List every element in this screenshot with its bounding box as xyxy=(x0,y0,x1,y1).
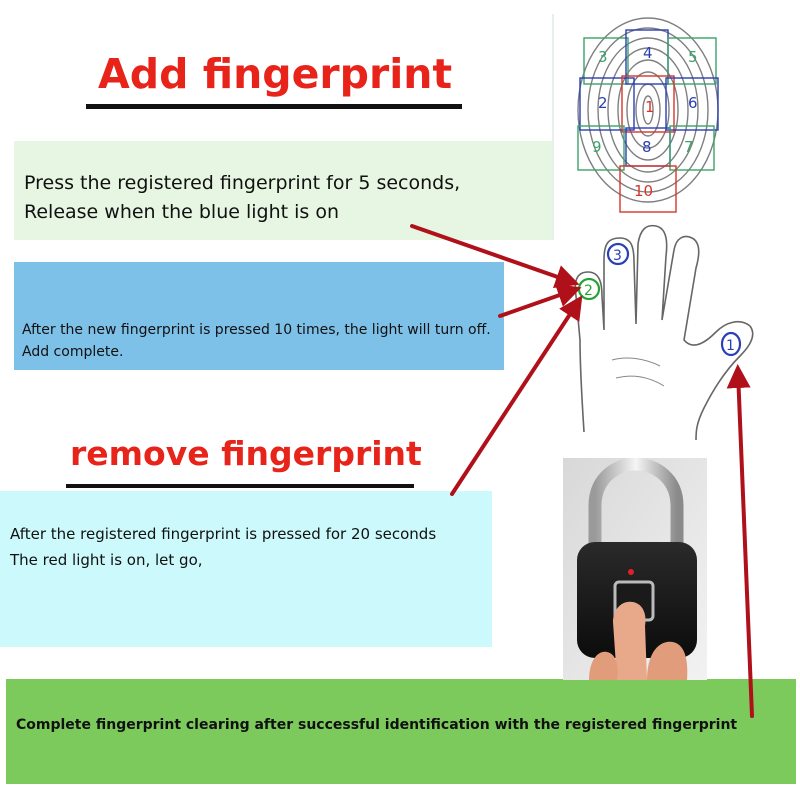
press-instruction-panel: Press the registered fingerprint for 5 s… xyxy=(14,141,552,240)
add-heading-underline xyxy=(86,104,462,109)
new-fingerprint-line-2: Add complete. xyxy=(22,344,124,360)
zone-label-8: 8 xyxy=(642,138,652,156)
zone-label-3: 3 xyxy=(598,48,608,66)
remove-instruction-line-2: The red light is on, let go, xyxy=(10,551,203,569)
new-fingerprint-panel: After the new fingerprint is pressed 10 … xyxy=(14,262,504,370)
remove-fingerprint-heading: remove fingerprint xyxy=(70,434,422,473)
new-fingerprint-line-1: After the new fingerprint is pressed 10 … xyxy=(22,322,491,338)
add-fingerprint-heading: Add fingerprint xyxy=(98,50,453,98)
zone-label-2: 2 xyxy=(598,94,608,112)
zone-label-6: 6 xyxy=(688,94,698,112)
arrow-new-to-finger xyxy=(498,283,582,318)
clear-fingerprint-panel: Complete fingerprint clearing after succ… xyxy=(6,679,796,784)
remove-heading-underline xyxy=(66,484,414,488)
press-instruction-line-1: Press the registered fingerprint for 5 s… xyxy=(24,172,461,194)
finger-marker-3: 3 xyxy=(613,248,622,264)
fingerprint-padlock-photo xyxy=(563,458,707,680)
zone-label-9: 9 xyxy=(592,138,602,156)
zone-label-4: 4 xyxy=(643,44,653,62)
zone-label-5: 5 xyxy=(688,48,698,66)
zone-label-7: 7 xyxy=(684,138,694,156)
finger-marker-2: 2 xyxy=(584,283,593,299)
zone-label-10: 10 xyxy=(634,182,653,200)
remove-instruction-line-1: After the registered fingerprint is pres… xyxy=(10,525,437,543)
divider xyxy=(552,14,554,240)
press-instruction-line-2: Release when the blue light is on xyxy=(24,201,339,223)
arrow-remove-to-finger xyxy=(450,295,583,496)
clear-fingerprint-line: Complete fingerprint clearing after succ… xyxy=(16,717,738,733)
zone-label-1: 1 xyxy=(645,98,655,116)
arrow-clear-to-thumb xyxy=(726,364,754,718)
remove-instruction-panel: After the registered fingerprint is pres… xyxy=(0,491,492,647)
arrow-press-to-finger xyxy=(410,224,580,289)
finger-marker-1: 1 xyxy=(726,338,735,354)
